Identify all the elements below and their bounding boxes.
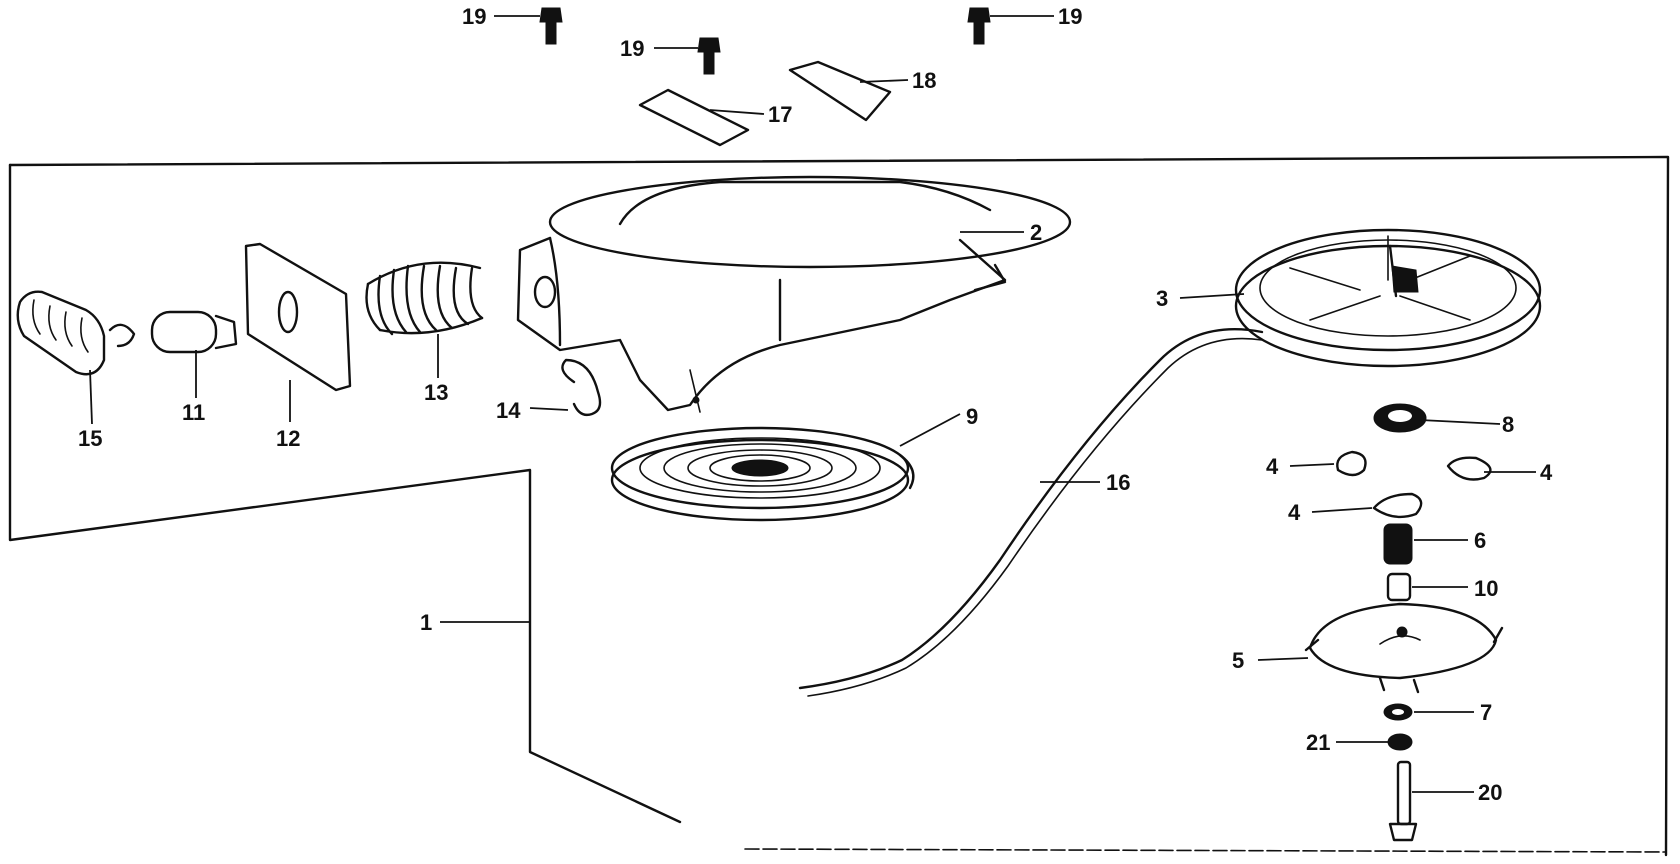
callout-8: 8 [1502, 412, 1514, 437]
callout-4-left: 4 [1266, 454, 1279, 479]
callout-16: 16 [1106, 470, 1130, 495]
ratchet-4-middle [1372, 492, 1423, 519]
bolt-20 [1388, 760, 1418, 842]
callout-5: 5 [1232, 648, 1244, 673]
handle-grip-15 [16, 290, 136, 376]
callout-19-center: 19 [620, 36, 644, 61]
nut-21 [1387, 733, 1413, 751]
starter-rope-16 [798, 328, 1264, 690]
guide-plate-12 [244, 242, 352, 392]
collar-10 [1386, 572, 1412, 602]
ratchet-4-right [1446, 456, 1492, 481]
callout-6: 6 [1474, 528, 1486, 553]
plate-18 [788, 60, 892, 122]
callout-4-middle: 4 [1288, 500, 1301, 525]
plate-17 [638, 88, 750, 147]
ratchet-guide-5 [1304, 602, 1504, 694]
callout-1: 1 [420, 610, 432, 635]
clip-14 [561, 358, 602, 417]
reel-3 [1234, 228, 1542, 368]
spring-6 [1383, 523, 1413, 565]
callout-7: 7 [1480, 700, 1492, 725]
bolt-19-center [697, 37, 721, 75]
starter-rope-16-inner [807, 337, 1263, 697]
callout-12: 12 [276, 426, 300, 451]
spring-13 [365, 261, 484, 336]
callout-15: 15 [78, 426, 102, 451]
callout-20: 20 [1478, 780, 1502, 805]
callout-19-right: 19 [1058, 4, 1082, 29]
callout-11: 11 [182, 400, 205, 425]
callout-4-right: 4 [1540, 460, 1553, 485]
callout-21: 21 [1306, 730, 1330, 755]
callout-2: 2 [1030, 220, 1042, 245]
ratchet-4-left [1336, 450, 1367, 477]
callout-13: 13 [424, 380, 448, 405]
callout-labels: 19 19 19 17 18 2 3 15 11 12 13 14 9 16 1… [78, 4, 1553, 805]
starter-housing-2 [516, 175, 1072, 413]
recoil-spring-9 [610, 426, 915, 522]
callout-3: 3 [1156, 286, 1168, 311]
ring-8 [1373, 403, 1427, 433]
callout-19-left: 19 [462, 4, 486, 29]
plug-11 [150, 310, 238, 354]
callout-18: 18 [912, 68, 936, 93]
callout-10: 10 [1474, 576, 1498, 601]
washer-7 [1383, 703, 1413, 721]
callout-9: 9 [966, 404, 978, 429]
assembly-frame [8, 155, 1670, 857]
callout-14: 14 [496, 398, 521, 423]
leader-lines [89, 15, 1536, 793]
bolt-19-right [967, 7, 991, 45]
callout-17: 17 [768, 102, 792, 127]
bolt-19-left [539, 7, 563, 45]
